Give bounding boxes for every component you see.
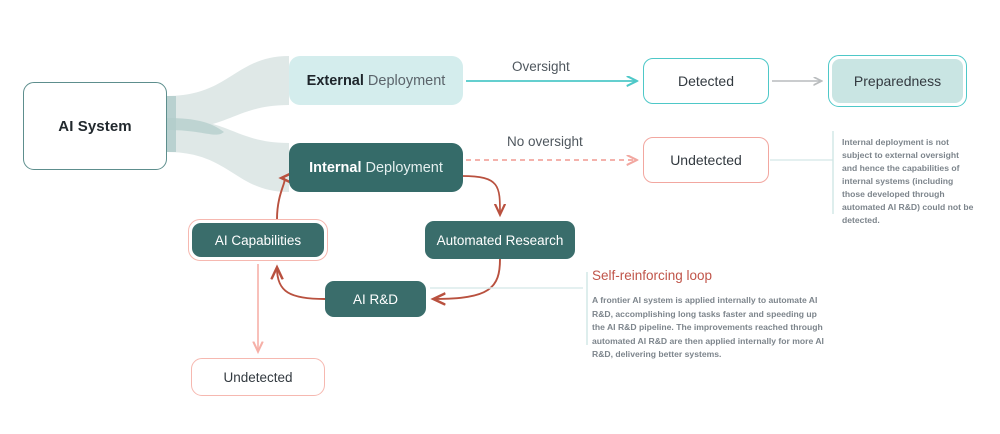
annotation-body: Internal deployment is not subject to ex… [842,137,974,226]
edge-airnd-capabilities [277,268,326,300]
node-label: Automated Research [436,232,564,248]
node-ai-rnd[interactable]: AI R&D [325,281,426,317]
node-label: Preparedness [853,73,942,89]
node-label: Undetected [670,152,742,168]
node-undetected-bottom[interactable]: Undetected [191,358,325,396]
node-label-rest: Deployment [361,159,443,176]
node-label: Internal Deployment [309,160,443,176]
node-detected[interactable]: Detected [643,58,769,104]
annotation-title: Self-reinforcing loop [592,268,713,283]
node-label-bold: Internal [309,159,362,176]
sankey-ribbons [167,56,289,192]
node-ai-capabilities[interactable]: AI Capabilities [188,219,328,261]
node-label: Undetected [223,369,293,385]
node-external-deployment[interactable]: External Deployment [289,56,463,105]
node-preparedness[interactable]: Preparedness [828,55,967,107]
node-label: AI Capabilities [214,232,302,248]
node-label: AI System [58,117,132,135]
node-label-rest: Deployment [363,72,446,89]
annotation-body: A frontier AI system is applied internal… [592,295,824,360]
node-label: AI R&D [352,291,398,307]
node-label: Detected [677,73,735,89]
annotation-internal-note: Internal deployment is not subject to ex… [842,136,974,227]
node-undetected-right[interactable]: Undetected [643,137,769,183]
edge-capabilities-internal [276,178,285,220]
node-ai-system[interactable]: AI System [23,82,167,170]
node-inner: Preparedness [832,59,963,103]
node-label-bold: External [306,72,364,89]
node-internal-deployment[interactable]: Internal Deployment [289,143,463,192]
edge-internal-autoresearch [461,175,500,214]
annotation-self-reinforcing-loop: Self-reinforcing loop A frontier AI syst… [592,268,830,362]
node-automated-research[interactable]: Automated Research [425,221,575,259]
node-label: External Deployment [307,73,446,89]
edge-autoresearch-airnd [434,258,501,299]
edge-label-oversight: Oversight [512,59,570,74]
edge-label-no-oversight: No oversight [507,134,583,149]
node-inner: AI Capabilities [192,223,324,257]
